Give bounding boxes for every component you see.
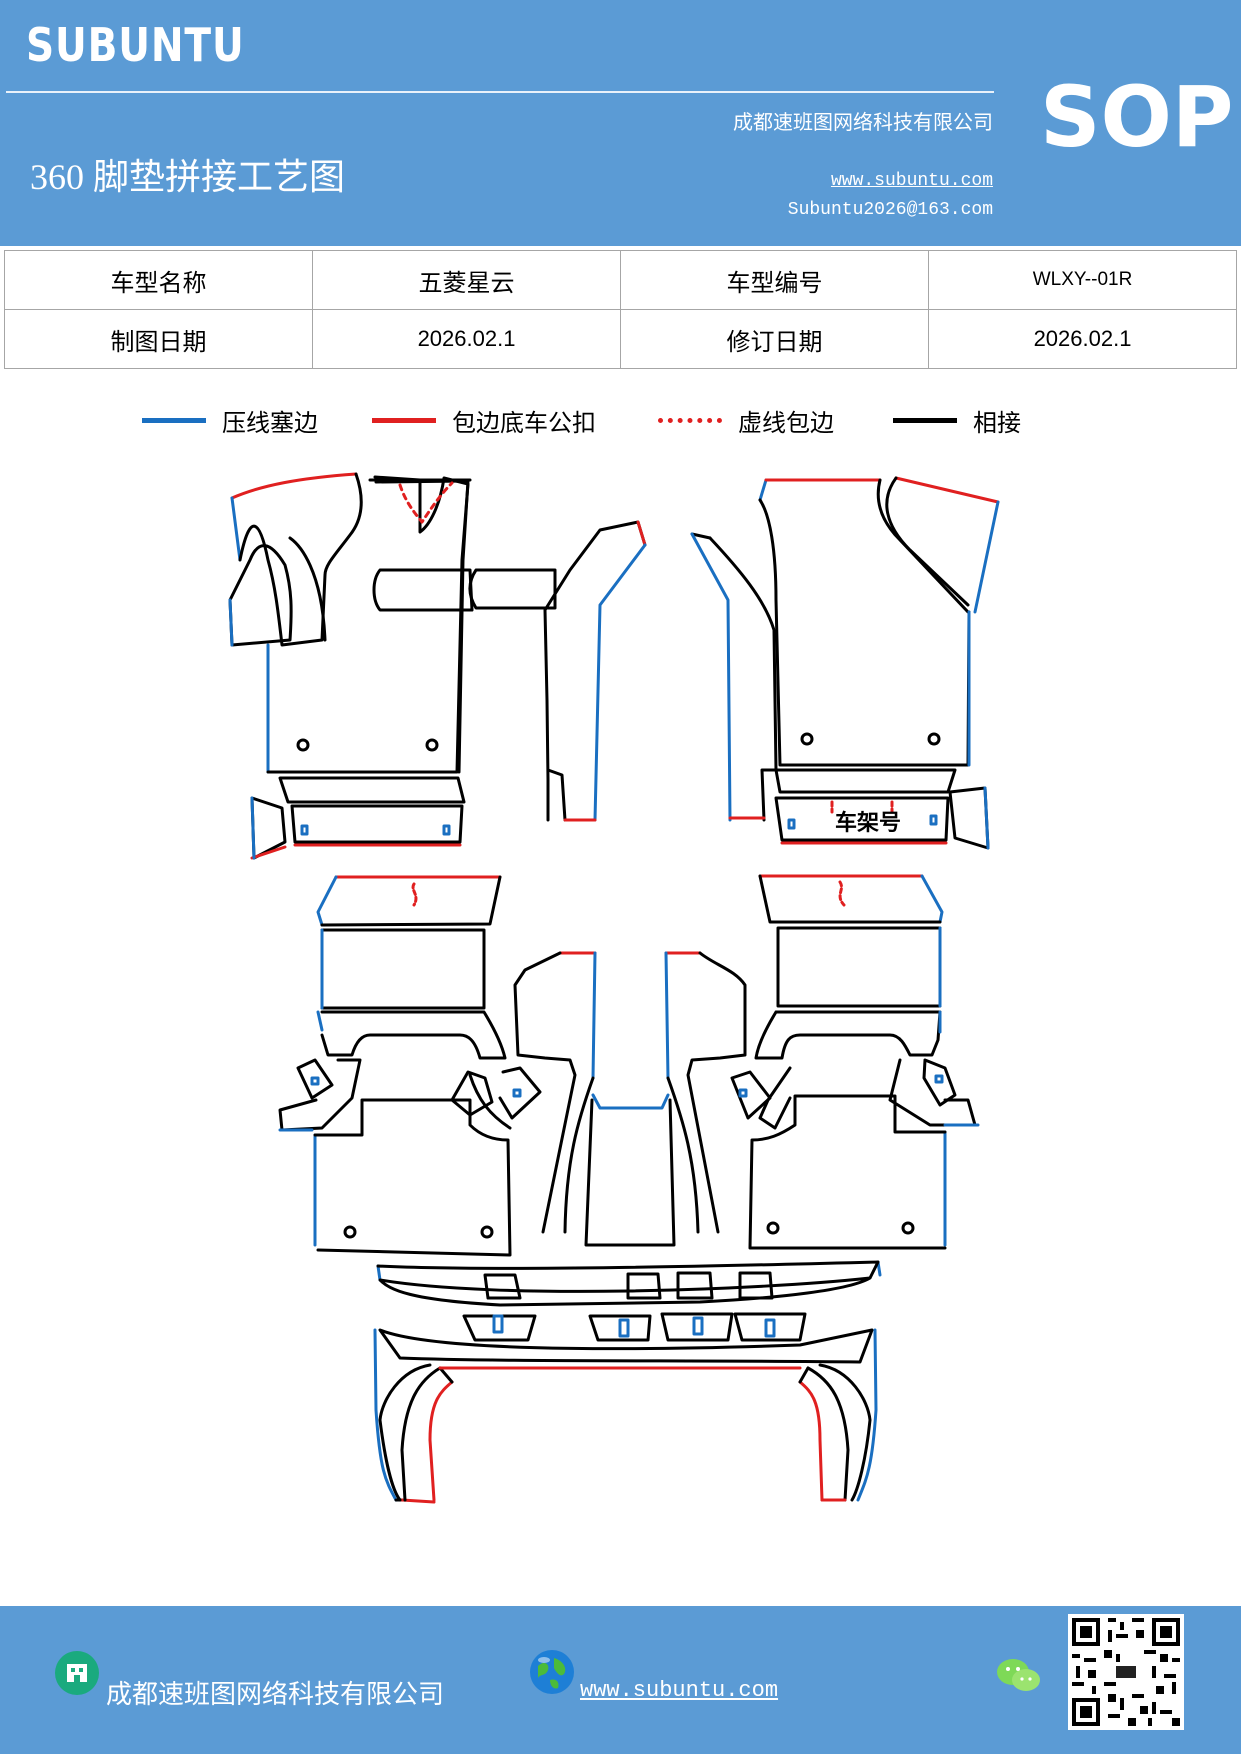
legend-swatch <box>372 417 436 423</box>
revise-date-label: 修订日期 <box>620 309 929 369</box>
rear-left-mat <box>278 875 542 1257</box>
legend-swatch <box>893 417 957 423</box>
legend-item-dotted: 虚线包边 <box>658 400 834 440</box>
website-link[interactable]: www.subuntu.com <box>830 171 993 191</box>
center-tunnel <box>513 951 747 1247</box>
email-address: Subuntu2026@163.com <box>787 200 993 220</box>
footer-banner: 成都速班图网络科技有限公司 www.subuntu.com <box>0 1606 1241 1754</box>
header-banner: SUBUNTU 成都速班图网络科技有限公司 360 脚垫拼接工艺图 www.su… <box>0 0 1241 246</box>
rear-arch-left <box>373 1328 802 1504</box>
front-right-mat <box>758 476 1000 850</box>
company-name: 成都速班图网络科技有限公司 <box>733 112 993 134</box>
globe-icon <box>530 1650 574 1694</box>
page-title: 360 脚垫拼接工艺图 <box>30 157 346 197</box>
model-name-label: 车型名称 <box>4 250 313 310</box>
draw-date-value: 2026.02.1 <box>312 309 621 369</box>
wechat-icon[interactable] <box>996 1656 1042 1696</box>
frame-number-label: 车架号 <box>835 810 901 836</box>
legend-item-wrap: 包边底车公扣 <box>372 400 596 440</box>
legend-label: 相接 <box>973 410 1021 437</box>
legend-label: 包边底车公扣 <box>452 410 596 437</box>
footer-company-name: 成都速班图网络科技有限公司 <box>106 1680 445 1709</box>
qr-code <box>1068 1614 1184 1730</box>
model-code-label: 车型编号 <box>620 250 929 310</box>
legend-item-press: 压线塞边 <box>142 400 318 440</box>
legend-label: 虚线包边 <box>738 410 834 437</box>
brand-logo: SUBUNTU <box>26 18 245 72</box>
sop-badge: SOP <box>1040 68 1234 166</box>
front-left-side-strip <box>543 520 647 822</box>
model-name-value: 五菱星云 <box>312 250 621 310</box>
model-code-value: WLXY--01R <box>928 250 1237 310</box>
building-icon <box>55 1651 99 1695</box>
rear-arch-right <box>798 1328 878 1502</box>
revise-date-value: 2026.02.1 <box>928 309 1237 369</box>
floor-mat-diagram: 车架号 <box>228 472 1000 1504</box>
legend-swatch <box>658 417 722 423</box>
front-left-mat <box>228 472 557 860</box>
info-table: 车型名称 五菱星云 车型编号 WLXY--01R 制图日期 2026.02.1 … <box>4 250 1237 369</box>
rear-right-mat <box>730 874 980 1250</box>
front-right-side-strip <box>690 532 778 822</box>
table-row: 车型名称 五菱星云 车型编号 WLXY--01R <box>4 250 1237 310</box>
third-row-strip <box>376 1260 882 1364</box>
footer-website-link[interactable]: www.subuntu.com <box>580 1678 779 1703</box>
table-row: 制图日期 2026.02.1 修订日期 2026.02.1 <box>4 309 1237 369</box>
header-divider <box>6 91 994 93</box>
legend-item-joint: 相接 <box>893 400 1021 440</box>
legend-swatch <box>142 417 206 423</box>
draw-date-label: 制图日期 <box>4 309 313 369</box>
legend-label: 压线塞边 <box>222 410 318 437</box>
